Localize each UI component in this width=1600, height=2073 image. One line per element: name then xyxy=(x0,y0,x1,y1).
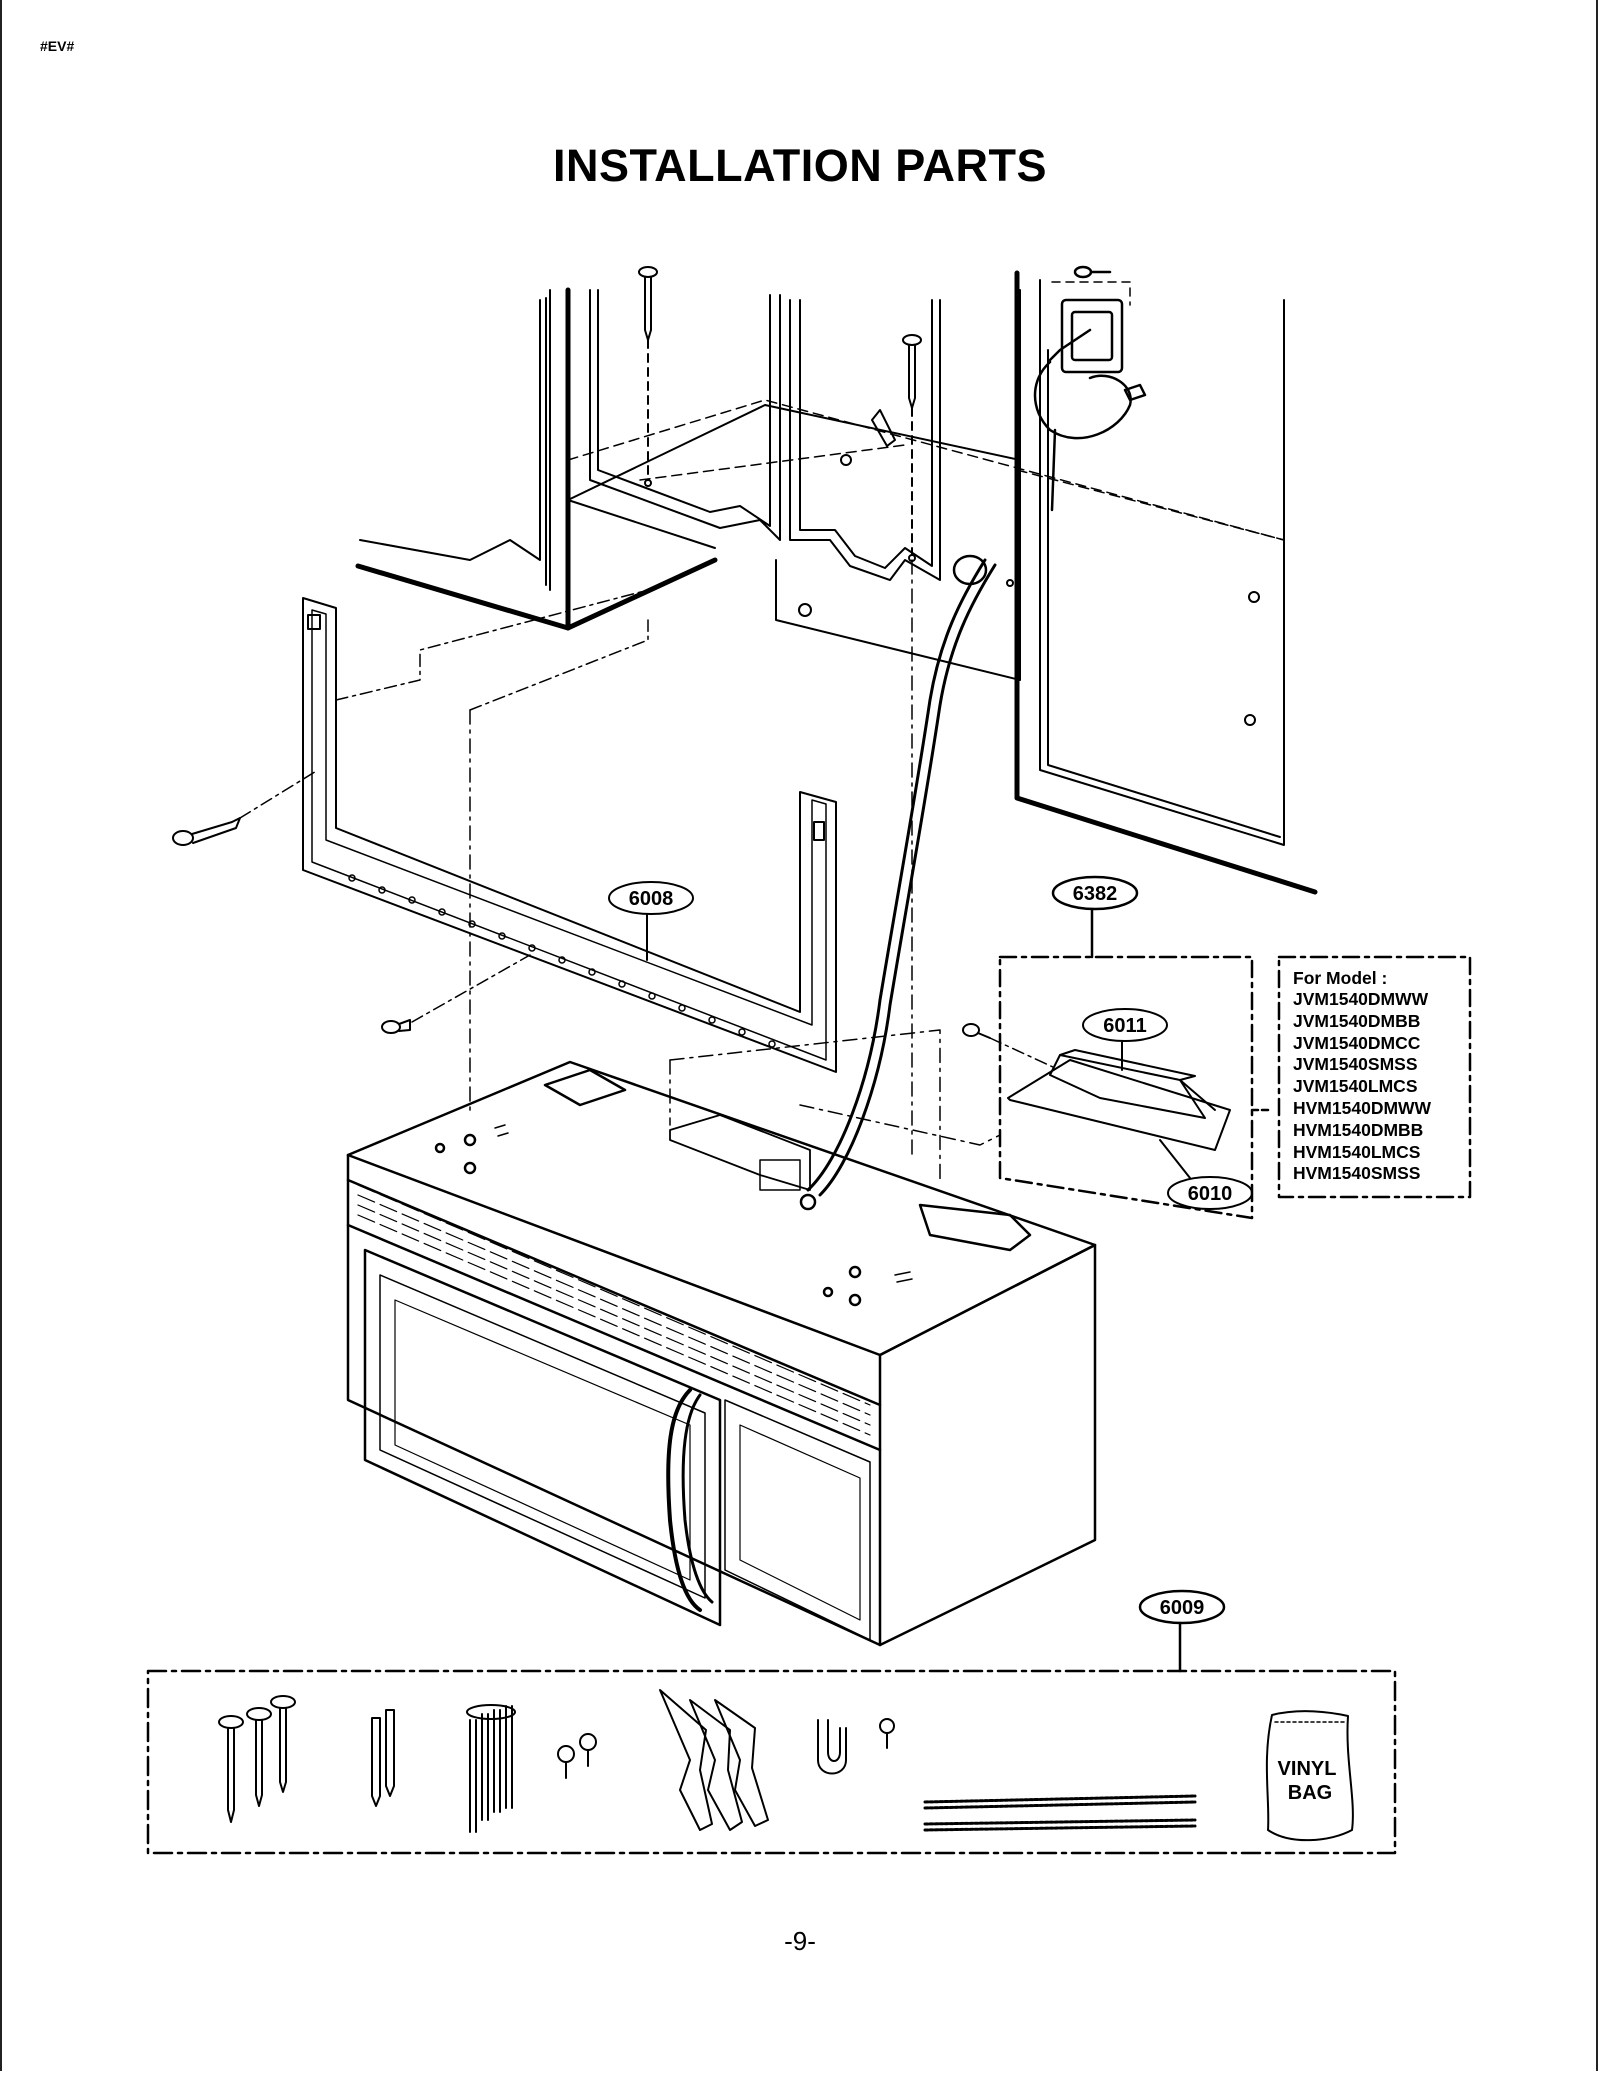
callout-6382-label: 6382 xyxy=(1073,883,1118,905)
mounting-plate xyxy=(302,559,913,1161)
model-item: HVM1540SMSS xyxy=(1293,1163,1421,1184)
microwave xyxy=(346,1029,1097,1647)
model-list: JVM1540DMWW JVM1540DMBB JVM1540DMCC JVM1… xyxy=(1293,989,1470,1185)
kit-cord-clamp xyxy=(817,1718,895,1775)
model-list-box: For Model : JVM1540DMWW JVM1540DMBB JVM1… xyxy=(1279,957,1470,1197)
kit-long-bolts xyxy=(466,1704,516,1833)
kit-small-screws xyxy=(557,1733,597,1779)
kit-bolts xyxy=(218,1695,296,1823)
document-code: #EV# xyxy=(40,38,75,54)
page-number: -9- xyxy=(784,1926,816,1956)
vinyl-bag-line1: VINYL xyxy=(1278,1758,1337,1780)
damper-assembly-box xyxy=(998,875,1272,1220)
model-item: JVM1540DMBB xyxy=(1293,1010,1421,1031)
plate-slots xyxy=(348,874,776,1048)
callout-6009-label: 6009 xyxy=(1160,1597,1205,1619)
power-cord xyxy=(806,265,1147,1197)
model-item: JVM1540LMCS xyxy=(1293,1076,1418,1097)
model-item: JVM1540DMCC xyxy=(1293,1032,1421,1053)
wall-cabinets xyxy=(355,270,1318,895)
callout-6008-label: 6008 xyxy=(629,888,674,910)
vinyl-bag xyxy=(1265,1710,1354,1842)
vinyl-bag-line2: BAG xyxy=(1288,1782,1332,1804)
kit-lag-screws xyxy=(371,1709,395,1807)
model-item: HVM1540DMBB xyxy=(1293,1119,1424,1140)
model-item: JVM1540DMWW xyxy=(1293,989,1429,1009)
damper-part xyxy=(962,1008,1253,1210)
installation-kit xyxy=(146,1589,1397,1855)
model-box-frame xyxy=(1277,955,1472,1199)
model-item: HVM1540LMCS xyxy=(1293,1141,1421,1162)
model-item: HVM1540DMWW xyxy=(1293,1097,1432,1118)
kit-contents xyxy=(218,1689,1354,1842)
cabinet-screws xyxy=(638,266,922,556)
callout-6008 xyxy=(608,881,694,961)
kit-toggle-wings xyxy=(659,1689,769,1831)
kit-strips xyxy=(923,1794,1197,1832)
model-list-title: For Model : xyxy=(1293,968,1388,988)
model-item: JVM1540SMSS xyxy=(1293,1054,1418,1075)
page-title: INSTALLATION PARTS xyxy=(553,140,1047,191)
callout-6010-label: 6010 xyxy=(1188,1183,1233,1205)
plate-screws xyxy=(172,769,531,1034)
callout-6011-label: 6011 xyxy=(1103,1015,1146,1037)
